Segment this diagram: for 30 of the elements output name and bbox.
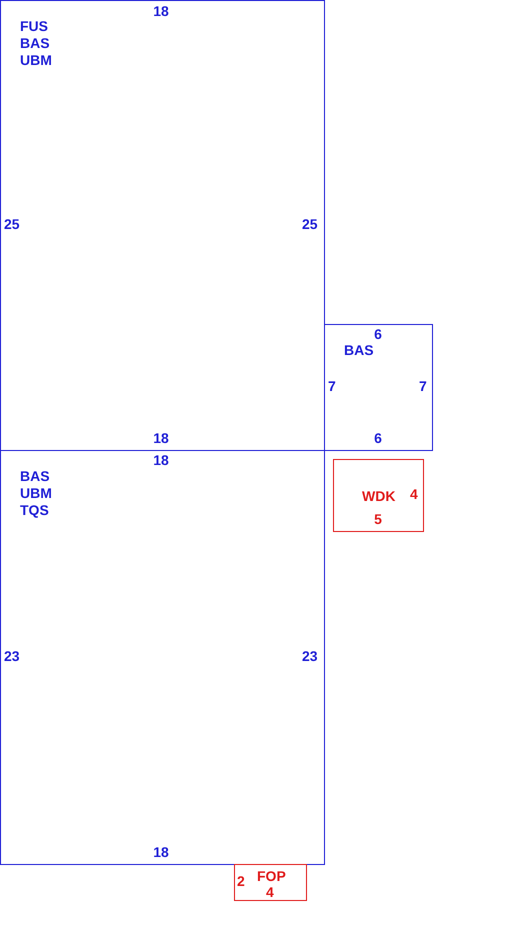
dimension-label: 2 — [237, 873, 245, 890]
dimension-label: 5 — [374, 511, 382, 528]
dimension-label: 25 — [4, 216, 20, 233]
room-code: FUS — [20, 18, 48, 35]
room-outline — [234, 864, 307, 901]
dimension-label: 23 — [302, 648, 318, 665]
room-code: UBM — [20, 52, 52, 69]
dimension-label: 18 — [153, 3, 169, 20]
room-outline — [0, 0, 325, 451]
room-code: BAS — [344, 342, 374, 359]
room-code: UBM — [20, 485, 52, 502]
dimension-label: 23 — [4, 648, 20, 665]
dimension-label: 18 — [153, 844, 169, 861]
dimension-label: 4 — [410, 486, 418, 503]
dimension-label: 6 — [374, 430, 382, 447]
room-outline — [333, 459, 424, 532]
dimension-label: 6 — [374, 326, 382, 343]
dimension-label: 4 — [266, 884, 274, 901]
room-code: FOP — [257, 868, 286, 885]
dimension-label: 18 — [153, 430, 169, 447]
dimension-label: 25 — [302, 216, 318, 233]
room-outline — [0, 450, 325, 865]
room-code: WDK — [362, 488, 396, 505]
dimension-label: 7 — [328, 378, 336, 395]
dimension-label: 18 — [153, 452, 169, 469]
room-code: BAS — [20, 468, 50, 485]
dimension-label: 7 — [419, 378, 427, 395]
room-code: TQS — [20, 502, 49, 519]
room-code: BAS — [20, 35, 50, 52]
room-outline — [324, 324, 433, 451]
